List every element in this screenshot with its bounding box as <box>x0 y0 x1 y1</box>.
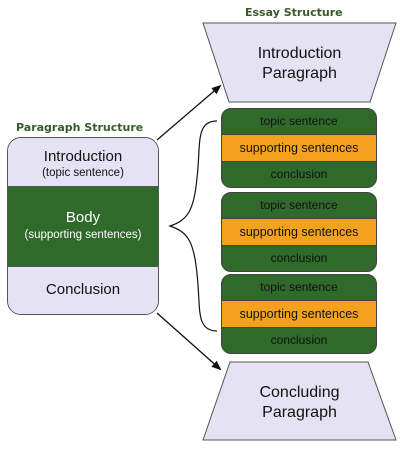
intro-trapezoid <box>202 22 397 103</box>
intro-paragraph-line2: Paragraph <box>262 65 337 82</box>
paragraph-structure-box: Introduction (topic sentence) Body (supp… <box>7 137 159 315</box>
block-conclusion: conclusion <box>270 167 328 181</box>
concluding-paragraph-line2: Paragraph <box>262 404 337 421</box>
paragraph-conclusion-section: Conclusion <box>8 267 158 314</box>
arrow-to-conclusion <box>156 312 222 371</box>
block-supporting-sentences: supporting sentences <box>222 134 376 162</box>
concluding-paragraph-line1: Concluding <box>259 384 340 401</box>
body-paragraph-block-1: topic sentence supporting sentences conc… <box>221 108 377 188</box>
body-paragraph-block-3: topic sentence supporting sentences conc… <box>221 274 377 354</box>
paragraph-intro-label: Introduction <box>43 148 123 165</box>
body-paragraph-block-2: topic sentence supporting sentences conc… <box>221 192 377 272</box>
block-conclusion: conclusion <box>270 251 328 265</box>
paragraph-body-sublabel: (supporting sentences) <box>24 229 142 241</box>
block-supporting-sentences: supporting sentences <box>222 300 376 328</box>
block-supporting-sentences: supporting sentences <box>222 218 376 246</box>
block-topic-sentence: topic sentence <box>260 280 338 294</box>
block-conclusion: conclusion <box>270 333 328 347</box>
block-topic-sentence: topic sentence <box>260 114 338 128</box>
essay-structure-title: Essay Structure <box>245 6 343 19</box>
paragraph-intro-sublabel: (topic sentence) <box>42 167 124 179</box>
arrow-to-introduction <box>156 84 222 141</box>
intro-paragraph-line1: Introduction <box>257 45 342 62</box>
paragraph-intro-section: Introduction (topic sentence) <box>8 138 158 187</box>
paragraph-body-label: Body <box>65 209 101 226</box>
block-topic-sentence: topic sentence <box>260 198 338 212</box>
curly-brace <box>168 120 218 332</box>
paragraph-body-section: Body (supporting sentences) <box>8 187 158 267</box>
paragraph-conclusion-label: Conclusion <box>45 281 121 298</box>
paragraph-structure-title: Paragraph Structure <box>16 121 144 134</box>
conclusion-trapezoid <box>202 361 397 441</box>
